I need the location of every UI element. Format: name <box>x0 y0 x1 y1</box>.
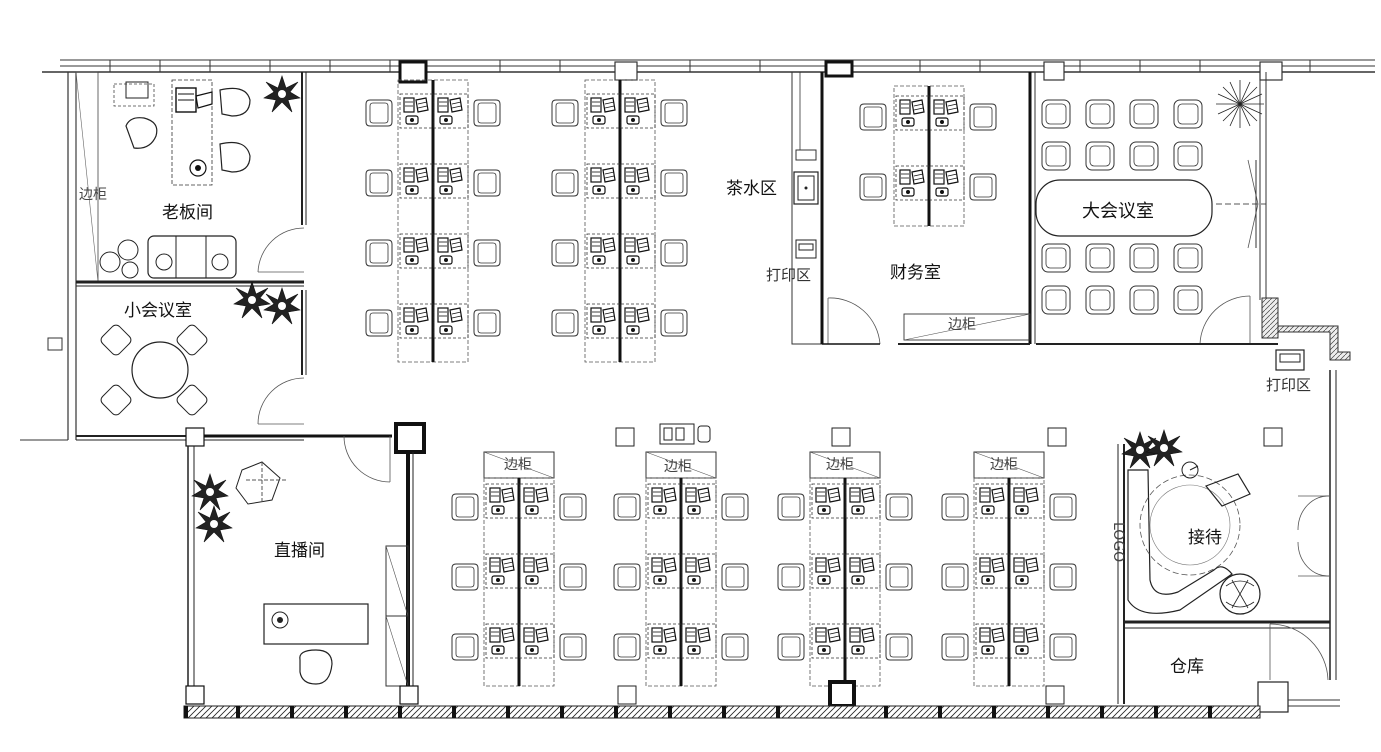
large-meeting-room <box>1035 72 1351 361</box>
workstations-bottom-4 <box>941 451 1077 687</box>
workstations-top-right <box>551 79 688 363</box>
warehouse <box>1124 620 1340 713</box>
label-boss-room: 老板间 <box>162 203 213 223</box>
label-side-cabinet-2: 边柜 <box>664 459 692 475</box>
bottom-wall <box>183 705 1261 719</box>
label-warehouse: 仓库 <box>1170 657 1204 677</box>
label-logo: LOGO <box>1110 522 1126 563</box>
workstations-bottom-2 <box>613 451 749 687</box>
label-tea-area: 茶水区 <box>726 179 777 199</box>
print-area-right <box>1275 349 1305 371</box>
tea-area <box>791 71 881 345</box>
columns-open-area <box>615 423 1283 708</box>
workstations-top-left <box>365 79 501 363</box>
workstations-bottom-3 <box>777 451 913 687</box>
label-side-cabinet-boss: 边柜 <box>79 187 107 203</box>
label-small-meeting: 小会议室 <box>124 301 192 321</box>
finance-room <box>859 72 1036 345</box>
label-print-area-right: 打印区 <box>1266 376 1312 394</box>
live-room <box>185 422 426 705</box>
label-side-cabinet-1: 边柜 <box>504 457 532 473</box>
label-large-meeting: 大会议室 <box>1082 201 1154 222</box>
label-finance-room: 财务室 <box>890 263 941 283</box>
label-side-cabinet-4: 边柜 <box>990 457 1018 473</box>
label-live-room: 直播间 <box>274 541 325 561</box>
label-side-cabinet-finance: 边柜 <box>948 317 976 333</box>
top-wall <box>42 59 1375 84</box>
workstations-bottom-1 <box>451 451 587 687</box>
label-print-area-left: 打印区 <box>766 266 812 284</box>
small-meeting-room <box>20 281 307 441</box>
reception-area <box>1117 370 1337 704</box>
label-reception: 接待 <box>1188 528 1222 548</box>
label-side-cabinet-3: 边柜 <box>826 457 854 473</box>
boss-room <box>67 71 307 440</box>
